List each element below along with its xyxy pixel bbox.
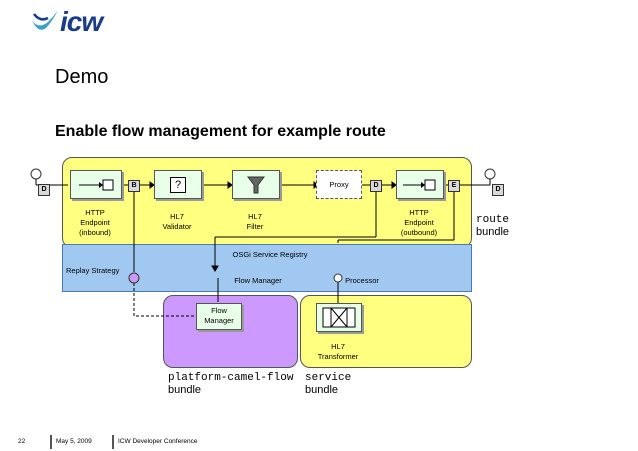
http-outbound-line3: (outbound) [400, 228, 438, 237]
flow-manager-line2: Manager [204, 316, 234, 325]
hl7-transformer-label: HL7 Transformer [306, 342, 370, 362]
hl7-filter-line1: HL7 [248, 212, 262, 221]
http-endpoint-outbound [396, 170, 444, 199]
logo-text: icw [60, 6, 103, 37]
platform-bundle-kind: bundle [168, 384, 202, 396]
port-d-right: D [492, 184, 504, 196]
funnel-icon [247, 176, 265, 194]
http-inbound-line3: (inbound) [79, 228, 111, 237]
question-icon: ? [170, 177, 186, 193]
icw-logo: icw [30, 6, 150, 38]
port-e: E [448, 180, 460, 192]
proxy-label: Proxy [329, 180, 349, 189]
platform-bundle-label: platform-camel-flow bundle [168, 372, 293, 396]
route-bundle-label: route bundle [476, 214, 509, 238]
service-bundle-name: service [305, 372, 352, 384]
http-outbound-label: HTTP Endpoint (outbound) [390, 208, 448, 238]
hl7-filter-line2: Filter [246, 222, 264, 231]
hl7-validator-label: HL7 Validator [150, 212, 204, 232]
http-outbound-line2: Endpoint [404, 218, 434, 227]
footer-divider [50, 435, 52, 449]
platform-bundle-name: platform-camel-flow [168, 372, 294, 384]
port-d: D [370, 180, 382, 192]
hl7-transformer [316, 303, 362, 332]
port-d-left: D [38, 184, 50, 196]
hl7-filter [232, 170, 280, 199]
hl7-transformer-line1: HL7 [331, 342, 345, 351]
page-subtitle: Enable flow management for example route [55, 123, 386, 140]
endpoint-icon [79, 179, 114, 191]
processor-label: Processor [345, 276, 379, 285]
registry-label: OSGi Service Registry [232, 250, 308, 259]
hl7-validator-line1: HL7 [170, 212, 184, 221]
hl7-validator-line2: Validator [162, 222, 192, 231]
route-bundle-name: route [476, 214, 510, 226]
endpoint-icon [403, 179, 436, 191]
footer-date: May 5, 2009 [56, 438, 92, 445]
hl7-filter-label: HL7 Filter [228, 212, 282, 232]
hl7-transformer-line2: Transformer [317, 352, 359, 361]
footer: 22 May 5, 2009 ICW Developer Conference [0, 434, 638, 450]
footer-page-number: 22 [18, 438, 26, 445]
replay-strategy-label: Replay Strategy [66, 266, 120, 275]
transformer-icon [322, 307, 356, 328]
port-b: B [128, 180, 140, 192]
logo-swoosh-icon [32, 10, 58, 30]
http-inbound-label: HTTP Endpoint (inbound) [66, 208, 124, 238]
service-bundle-kind: bundle [305, 384, 339, 396]
route-bundle-kind: bundle [476, 226, 510, 238]
flow-manager-box: Flow Manager [196, 303, 242, 330]
page-title: Demo [55, 66, 109, 88]
hl7-validator: ? [154, 170, 202, 199]
proxy-box: Proxy [316, 170, 362, 199]
osgi-service-registry [62, 244, 472, 292]
flow-manager-line1: Flow [211, 306, 227, 315]
footer-event: ICW Developer Conference [118, 438, 198, 445]
flow-manager-label: Flow Manager [234, 276, 282, 285]
http-endpoint-inbound [70, 170, 122, 199]
footer-divider [112, 435, 114, 449]
service-bundle-label: service bundle [305, 372, 351, 396]
http-inbound-line2: Endpoint [80, 218, 110, 227]
http-outbound-line1: HTTP [409, 208, 429, 217]
http-inbound-line1: HTTP [85, 208, 105, 217]
